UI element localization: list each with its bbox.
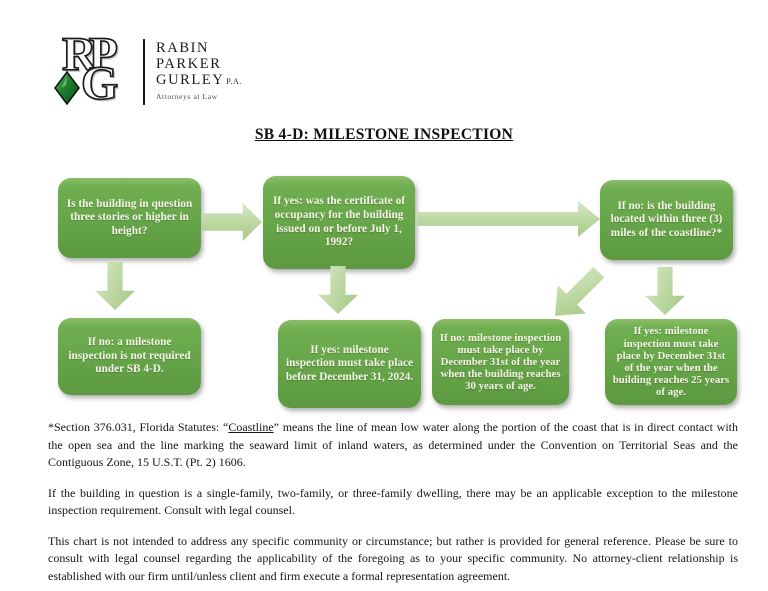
logo-divider [143,39,145,105]
flow-box-25-years-result: If yes: milestone inspection must take p… [605,319,737,405]
flow-box-dec-2024-result: If yes: milestone inspection must take p… [278,320,421,408]
page-title: SB 4-D: MILESTONE INSPECTION [254,126,514,143]
flow-box-label: If yes: milestone inspection must take p… [612,325,730,399]
flow-box-label: If no: milestone inspection must take pl… [439,331,562,393]
flow-box-certificate-question: If yes: was the certificate of occupancy… [263,176,415,269]
firm-tagline: Attorneys at Law [156,92,218,101]
flow-box-label: Is the building in question three storie… [66,197,193,237]
arrow-down-icon [318,266,358,314]
firm-logo: RP G RABIN PARKER [54,27,242,112]
flow-box-30-years-result: If no: milestone inspection must take pl… [432,319,569,405]
flow-box-label: If yes: was the certificate of occupancy… [272,195,406,249]
flow-box-label: If no: is the building located within th… [610,199,723,239]
firm-name-gurley: GURLEY [156,72,225,88]
footnote-coastline-definition: *Section 376.031, Florida Statutes: “Coa… [48,419,738,472]
diamond-icon [54,70,80,106]
footnote-text: ” means the line of mean low water along… [48,420,738,469]
flow-box-label: If no: a milestone inspection is not req… [68,336,191,376]
flow-box-label: If yes: milestone inspection must take p… [285,343,414,383]
logo-g-letter: G [80,56,119,111]
arrow-right-icon [417,201,600,237]
firm-name-line: RABIN [156,40,210,56]
logo-rp-letters: RP [61,27,119,82]
flow-box-coastline-question: If no: is the building located within th… [600,180,733,260]
firm-name-line: PARKER [156,56,222,72]
logo-monogram: RP G [54,27,132,112]
footnote-dwelling-exception: If the building in question is a single-… [48,485,738,518]
footnote-disclaimer: This chart is not intended to address an… [48,533,738,583]
coastline-term: Coastline [228,420,274,434]
footnote-text: *Section 376.031, Florida Statutes: “ [48,420,229,434]
firm-suffix: P.A. [226,77,242,86]
flow-box-no-inspection-result: If no: a milestone inspection is not req… [58,318,201,395]
arrow-right-icon [202,203,262,241]
arrow-down-icon [645,267,685,315]
flow-box-stories-question: Is the building in question three storie… [58,178,201,258]
footnotes: *Section 376.031, Florida Statutes: “Coa… [48,419,738,591]
arrow-down-icon [95,262,135,310]
